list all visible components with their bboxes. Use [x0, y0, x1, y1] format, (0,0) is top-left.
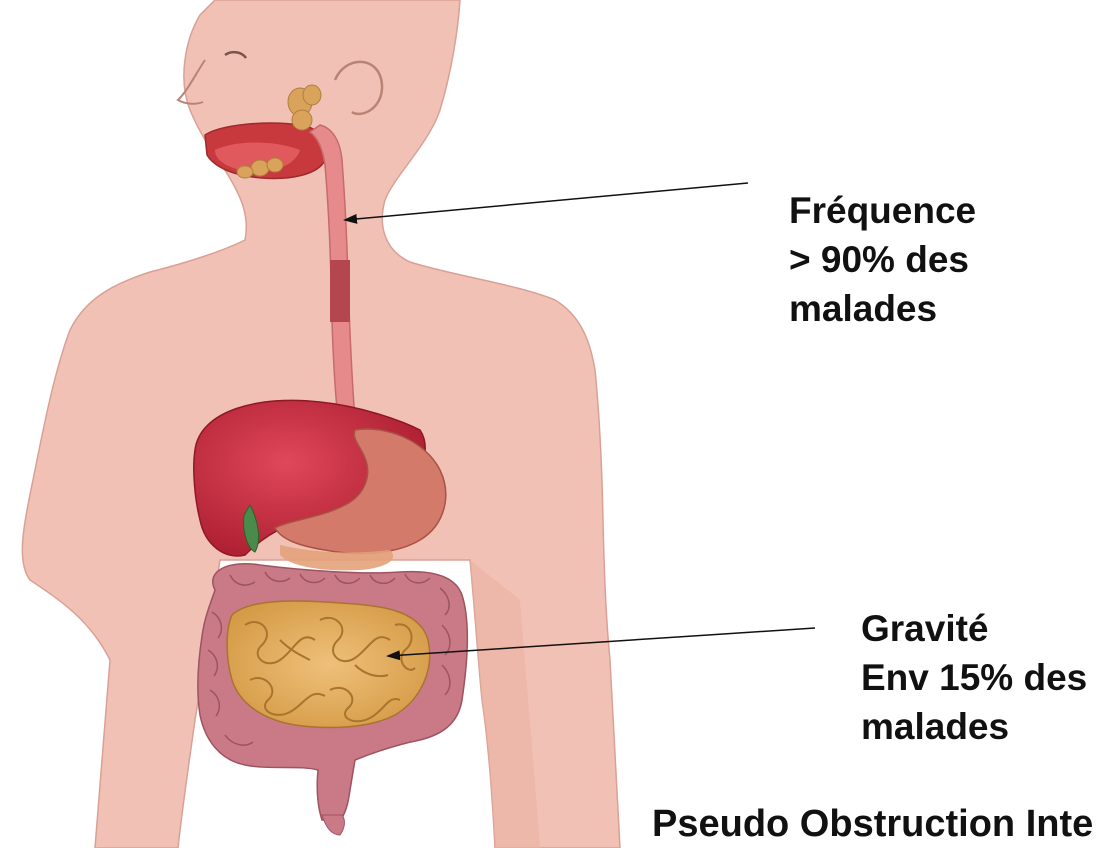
frequency-title: Fréquence: [789, 186, 976, 235]
severity-label: Gravité Env 15% des malades: [861, 604, 1087, 751]
frequency-unit: malades: [789, 284, 976, 333]
severity-title: Gravité: [861, 604, 1087, 653]
esophagus-dark-segment: [330, 260, 350, 322]
frequency-label: Fréquence > 90% des malades: [789, 186, 976, 333]
severity-value: Env 15% des: [861, 653, 1087, 702]
severity-unit: malades: [861, 702, 1087, 751]
frequency-arrow: [345, 183, 748, 220]
footer-title: Pseudo Obstruction Inte: [652, 800, 1093, 848]
frequency-value: > 90% des: [789, 235, 976, 284]
small-intestine: [227, 601, 430, 728]
rectum: [322, 815, 344, 835]
